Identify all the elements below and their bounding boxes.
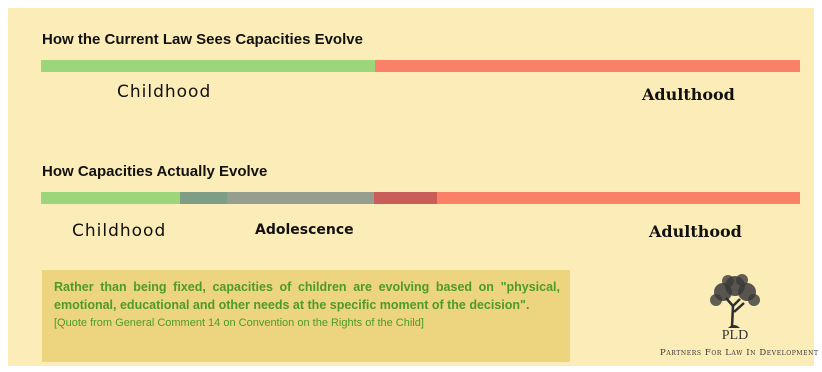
- quote-text: Rather than being fixed, capacities of c…: [54, 280, 560, 312]
- section2-adulthood-label: Adulthood: [649, 222, 742, 241]
- logo-abbreviation: PLD: [721, 328, 749, 343]
- bar-segment-2: [374, 60, 800, 72]
- bar-segment-5: [437, 192, 800, 204]
- tree-icon: [710, 274, 760, 328]
- bar-segment-4: [374, 192, 438, 204]
- section2-adolescence-label: Adolescence: [255, 222, 354, 238]
- bar-segment-1: [41, 192, 180, 204]
- section2-title: How Capacities Actually Evolve: [42, 163, 268, 180]
- section1-adulthood-label: Adulthood: [642, 85, 735, 104]
- section1-childhood-label: Childhood: [117, 82, 212, 102]
- actual-evolution-bar: [41, 192, 800, 204]
- quote-citation: [Quote from General Comment 14 on Conven…: [54, 317, 424, 329]
- bar-segment-3: [226, 192, 375, 204]
- pld-logo: PLD Partners For Law In Development: [660, 272, 819, 362]
- section2-childhood-label: Childhood: [72, 221, 167, 241]
- logo-name: Partners For Law In Development: [660, 348, 819, 358]
- quote-box: Rather than being fixed, capacities of c…: [42, 270, 570, 362]
- bar-segment-2: [179, 192, 227, 204]
- bar-segment-1: [41, 60, 375, 72]
- current-law-bar: [41, 60, 800, 72]
- section1-title: How the Current Law Sees Capacities Evol…: [42, 31, 363, 48]
